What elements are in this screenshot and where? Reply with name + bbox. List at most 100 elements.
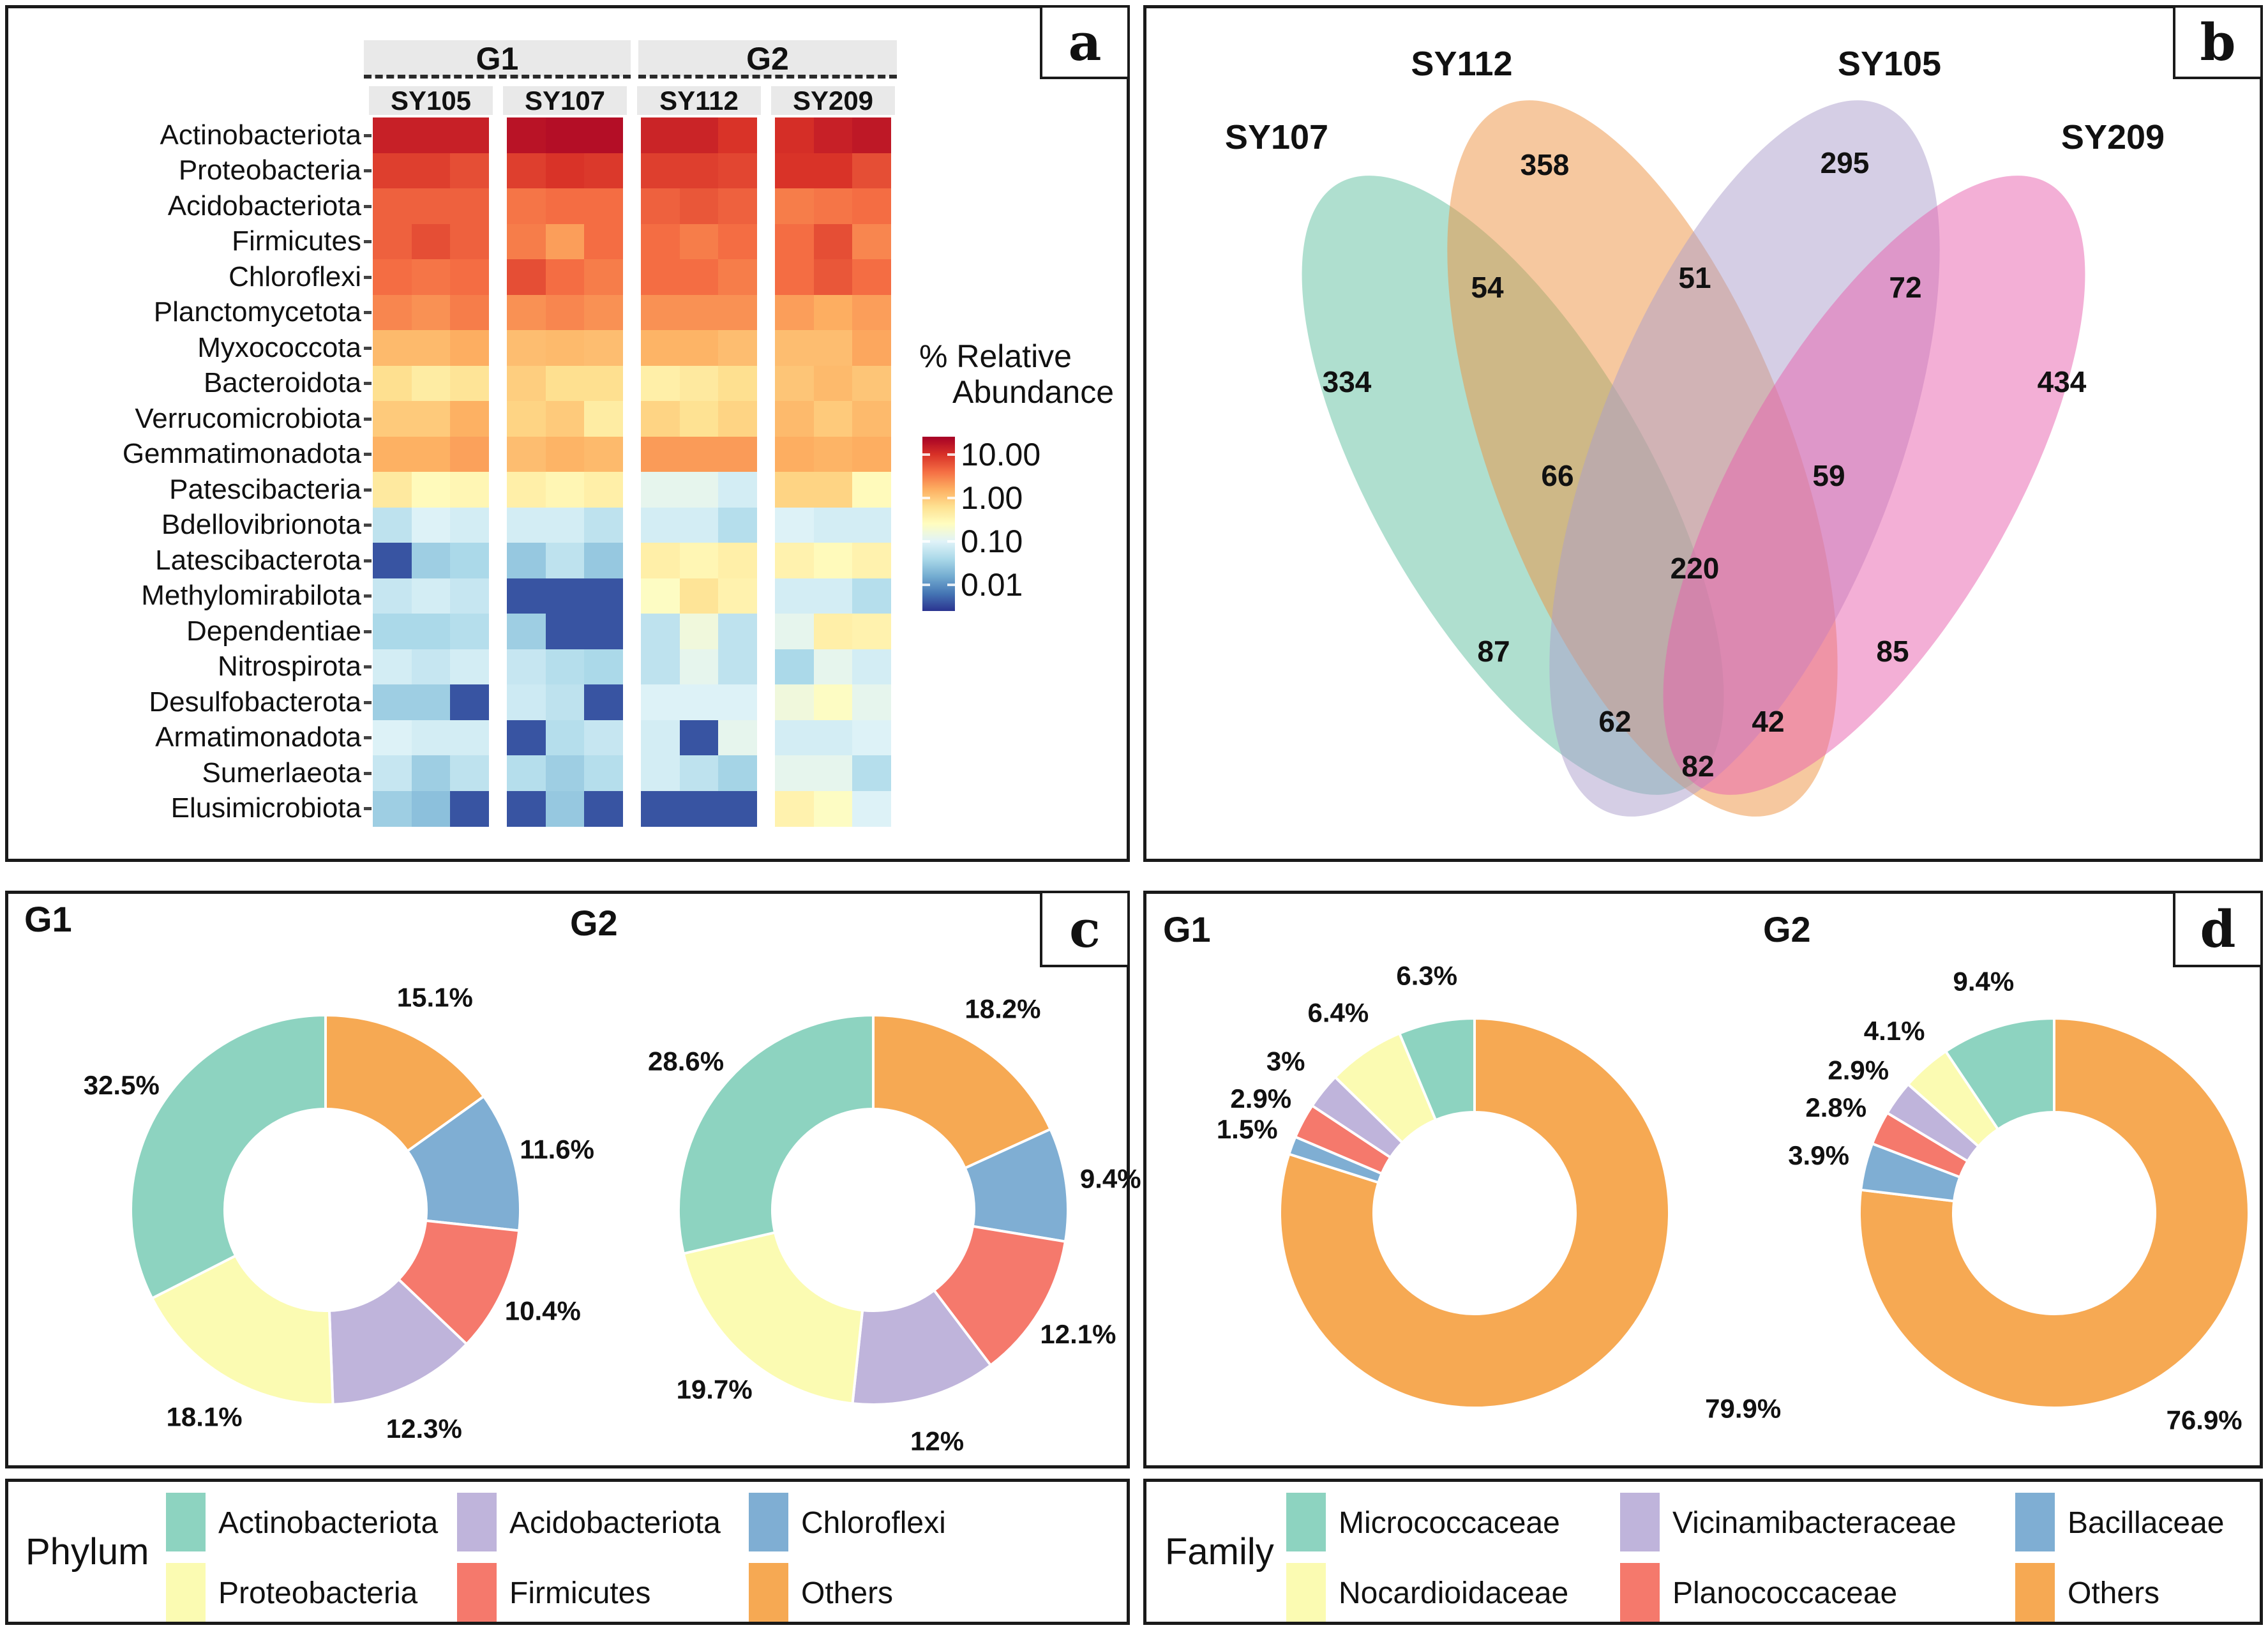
heatmap-cell <box>507 684 546 720</box>
heatmap-cell <box>852 365 892 402</box>
heatmap-cell <box>852 330 892 366</box>
heatmap-row-tick <box>364 275 372 279</box>
donut-title-family-donut-g2: G2 <box>1763 909 1811 949</box>
heatmap-cell <box>411 223 451 260</box>
heatmap-cell <box>775 188 815 224</box>
heatmap-cell <box>718 259 758 295</box>
heatmap-row-label: Nitrospirota <box>218 651 361 683</box>
heatmap-cell <box>679 755 719 791</box>
legend-phylum-title: Phylum <box>26 1531 149 1573</box>
heatmap-cell <box>411 578 451 614</box>
heatmap-cell <box>411 401 451 437</box>
heatmap-cell <box>373 543 412 578</box>
heatmap-cell <box>775 649 815 685</box>
legend-family-title: Family <box>1165 1531 1274 1573</box>
heatmap-cell <box>679 294 719 331</box>
colorbar-tick-label: 10.00 <box>961 437 1041 472</box>
heatmap-cell <box>584 153 624 189</box>
donut-slice-label-family-donut-g2-Others: 76.9% <box>2167 1405 2242 1435</box>
heatmap-row-label: Methylomirabilota <box>141 580 361 612</box>
heatmap-cell <box>450 188 490 224</box>
venn-count-434: 434 <box>2038 365 2087 398</box>
venn-set-label-SY209: SY209 <box>2061 118 2165 156</box>
heatmap-cell <box>852 153 892 189</box>
heatmap-cell <box>775 543 815 578</box>
heatmap-group-band-G2: G2 <box>638 40 897 77</box>
legend-label-Nocardioidaceae: Nocardioidaceae <box>1339 1576 1569 1610</box>
legend-swatch-Planococcaceae <box>1620 1563 1660 1622</box>
legend-swatch-Firmicutes <box>457 1563 497 1622</box>
heatmap-cell <box>679 153 719 189</box>
heatmap-cell <box>411 649 451 685</box>
donut-title-family-donut-g1: G1 <box>1163 909 1211 949</box>
heatmap-row-label: Verrucomicrobiota <box>135 402 361 434</box>
heatmap-cell <box>679 365 719 402</box>
heatmap-row-tick <box>364 204 372 208</box>
legend-swatch-Proteobacteria <box>166 1563 206 1622</box>
legend-swatch-Actinobacteriota <box>166 1493 206 1551</box>
heatmap-group-dashline <box>364 75 631 79</box>
heatmap-cell <box>411 117 451 153</box>
heatmap-cell <box>775 223 815 260</box>
legend-label-Vicinamibacteraceae: Vicinamibacteraceae <box>1672 1506 1956 1540</box>
panel-letter-d: d <box>2200 899 2236 959</box>
heatmap-cell <box>813 720 853 756</box>
heatmap-cell <box>450 117 490 153</box>
heatmap-cell <box>450 294 490 331</box>
heatmap-cell <box>545 790 585 827</box>
donut-slice-label-family-donut-g2-Vicinamibacteraceae: 2.9% <box>1828 1055 1889 1085</box>
heatmap-cell <box>584 755 624 791</box>
legend-swatch-Micrococcaceae <box>1286 1493 1326 1551</box>
donut-slice-phylum-donut-g1-Others <box>324 1013 486 1153</box>
heatmap-cell <box>373 401 412 437</box>
heatmap-cell <box>545 401 585 437</box>
donut-slice-label-phylum-donut-g1-Proteobacteria: 18.1% <box>167 1401 243 1431</box>
donut-title-phylum-donut-g1: G1 <box>24 899 72 939</box>
heatmap-cell <box>641 365 680 402</box>
heatmap-cell <box>679 720 719 756</box>
heatmap-cell <box>679 188 719 224</box>
legend-label-Bacillaceae: Bacillaceae <box>2068 1506 2225 1540</box>
heatmap-cell <box>718 365 758 402</box>
heatmap-cell <box>718 401 758 437</box>
venn-count-82: 82 <box>1681 750 1714 783</box>
donut-slice-label-family-donut-g2-Nocardioidaceae: 4.1% <box>1864 1016 1925 1046</box>
heatmap-cell <box>450 649 490 685</box>
heatmap-cell <box>775 507 815 543</box>
heatmap-cell <box>775 790 815 827</box>
heatmap-cell <box>852 614 892 649</box>
heatmap-cell <box>373 755 412 791</box>
donut-slice-phylum-donut-g2-Proteobacteria <box>682 1231 864 1405</box>
heatmap-cell <box>718 649 758 685</box>
heatmap-cell <box>584 330 624 366</box>
venn-count-85: 85 <box>1876 635 1909 668</box>
heatmap-cell <box>411 755 451 791</box>
heatmap-cell <box>450 259 490 295</box>
heatmap-cell <box>641 294 680 331</box>
heatmap-cell <box>450 790 490 827</box>
heatmap-row-tick <box>364 488 372 492</box>
heatmap-cell <box>718 720 758 756</box>
heatmap-cell <box>679 507 719 543</box>
heatmap-group-dashline <box>638 75 897 79</box>
heatmap-cell <box>813 365 853 402</box>
heatmap-cell <box>775 578 815 614</box>
heatmap-cell <box>718 472 758 508</box>
venn-set-label-SY105: SY105 <box>1838 45 1941 83</box>
legend-label-Firmicutes: Firmicutes <box>509 1576 651 1610</box>
heatmap-cell <box>411 259 451 295</box>
heatmap-cell <box>450 330 490 366</box>
heatmap-cell <box>641 578 680 614</box>
donut-slice-label-family-donut-g1-Nocardioidaceae: 6.4% <box>1308 998 1369 1028</box>
donut-slice-label-phylum-donut-g2-Others: 18.2% <box>965 994 1040 1024</box>
donut-slice-family-donut-g1-Micrococcaceae <box>1397 1016 1476 1122</box>
heatmap-cell <box>545 436 585 472</box>
heatmap-cell <box>545 294 585 331</box>
heatmap-cell <box>718 188 758 224</box>
heatmap-group-band-G1: G1 <box>364 40 631 77</box>
donut-title-phylum-donut-g2: G2 <box>570 903 618 943</box>
heatmap-cell <box>450 614 490 649</box>
heatmap-cell <box>775 472 815 508</box>
heatmap-cell <box>718 543 758 578</box>
